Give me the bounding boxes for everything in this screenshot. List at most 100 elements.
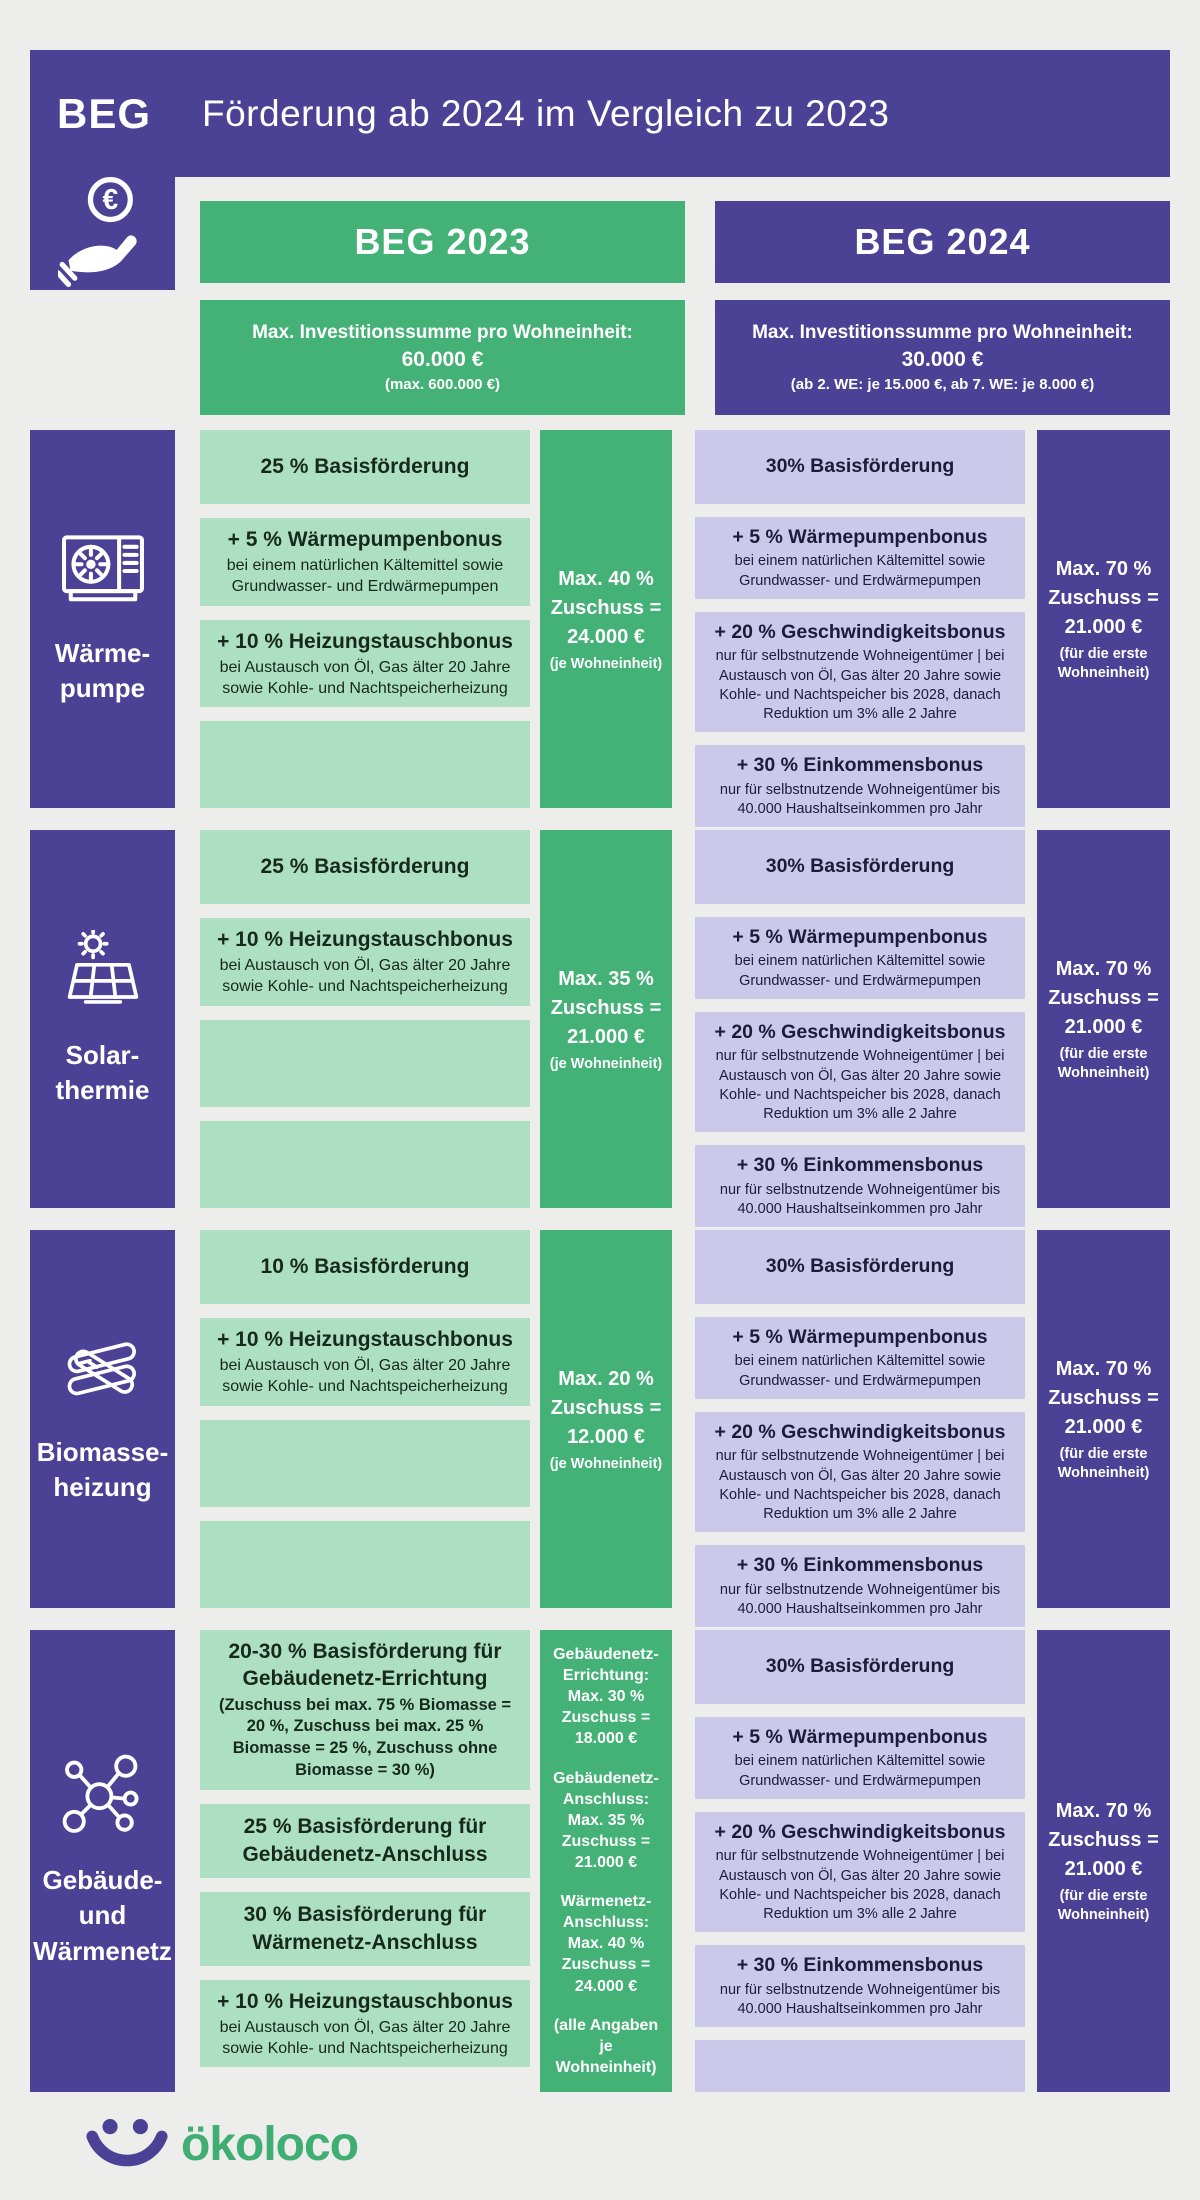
investment-2024-note: (ab 2. WE: je 15.000 €, ab 7. WE: je 8.0…: [790, 376, 1095, 393]
solar-panel-icon: [56, 928, 150, 1012]
row-solarthermie: Solar-thermie 25 % Basisförderung+ 10 % H…: [30, 830, 1170, 1228]
benefit-title: + 10 % Heizungstauschbonus: [217, 1989, 513, 2013]
max-subsidy-line: 24.000 €: [567, 625, 645, 648]
max-subsidy-note: (je Wohneinheit): [549, 1055, 663, 1072]
benefit-subtext: nur für selbstnutzende Wohneigentümer | …: [715, 1448, 1005, 1523]
benefit-title: + 20 % Geschwindigkeitsbonus: [714, 1020, 1006, 1043]
max-subsidy-note: (für die erste Wohneinheit): [1057, 1446, 1150, 1481]
benefit-title: 30% Basisförderung: [765, 1255, 955, 1278]
okoloco-logo-text: ökoloco: [181, 2118, 359, 2171]
max-subsidy-2024-waermepumpe: Max. 70 %Zuschuss =21.000 €(für die erst…: [1037, 430, 1170, 808]
benefit-subtext: nur für selbstnutzende Wohneigentümer | …: [715, 648, 1005, 723]
benefit-box-2023-gebaeude-und-waermenetz-1: 20-30 % Basisförderung für Gebäudenetz-E…: [200, 1630, 530, 1790]
max-subsidy-paragraph: Gebäudenetz-Errichtung: Max. 30 % Zuschu…: [553, 1646, 659, 1748]
max-subsidy-line: Max. 70 %: [1055, 558, 1152, 581]
investment-2023-label: Max. Investitionssumme pro Wohneinheit:: [252, 322, 633, 343]
empty-box-2023-solarthermie-3: [200, 1019, 530, 1107]
benefit-subtext: nur für selbstnutzende Wohneigentümer bi…: [719, 1581, 1001, 1617]
investment-2024-label: Max. Investitionssumme pro Wohneinheit:: [752, 322, 1133, 343]
beg-logo: BEG: [56, 89, 151, 137]
benefit-title: 30% Basisförderung: [765, 455, 955, 478]
benefit-title: + 5 % Wärmepumpenbonus: [732, 526, 988, 548]
benefit-title: 30% Basisförderung: [765, 1655, 955, 1678]
benefit-subtext: bei Austausch von Öl, Gas älter 20 Jahre…: [219, 658, 511, 697]
benefit-subtext: bei einem natürlichen Kältemittel sowie …: [734, 553, 986, 589]
max-subsidy-line: Max. 70 %: [1055, 958, 1152, 981]
benefit-subtext: nur für selbstnutzende Wohneigentümer | …: [715, 1048, 1005, 1123]
benefit-title: + 20 % Geschwindigkeitsbonus: [714, 620, 1006, 643]
benefit-box-2024-gebaeude-und-waermenetz-1: 30% Basisförderung: [695, 1630, 1025, 1704]
benefit-title: 20-30 % Basisförderung für Gebäudenetz-E…: [228, 1640, 502, 1691]
max-subsidy-line: 12.000 €: [567, 1425, 645, 1448]
max-subsidy-2023-solarthermie: Max. 35 %Zuschuss =21.000 €(je Wohneinhe…: [540, 830, 672, 1208]
max-subsidy-line: 21.000 €: [567, 1025, 645, 1048]
benefit-title: + 5 % Wärmepumpenbonus: [732, 1326, 988, 1348]
max-subsidy-line: 21.000 €: [1064, 616, 1143, 639]
category-label: Biomasse-heizung: [36, 1436, 169, 1502]
benefit-title: + 5 % Wärmepumpenbonus: [732, 1726, 988, 1748]
benefit-subtext: bei einem natürlichen Kältemittel sowie …: [734, 1753, 986, 1789]
hand-euro-icon: €: [55, 172, 146, 295]
max-subsidy-line: Zuschuss =: [1048, 1829, 1159, 1852]
benefits-2023-solarthermie: 25 % Basisförderung+ 10 % Heizungstausch…: [200, 830, 530, 1209]
empty-box-2023-biomasseheizung-4: [200, 1520, 530, 1609]
max-subsidy-2023-waermepumpe: Max. 40 %Zuschuss =24.000 €(je Wohneinhe…: [540, 430, 672, 808]
benefit-title: + 30 % Einkommensbonus: [736, 1154, 984, 1177]
benefit-subtext: bei Austausch von Öl, Gas älter 20 Jahre…: [219, 1357, 511, 1396]
investment-2023-note: (max. 600.000 €): [384, 376, 501, 393]
max-subsidy-line: Zuschuss =: [1048, 1387, 1159, 1410]
benefits-2024-solarthermie: 30% Basisförderung+ 5 % Wärmepumpenbonus…: [695, 830, 1025, 1228]
category-label: Wärme-pumpe: [54, 637, 151, 703]
header-band: BEG Förderung ab 2024 im Vergleich zu 20…: [30, 50, 1170, 177]
max-subsidy-line: Max. 35 %: [558, 967, 654, 990]
benefit-title: + 20 % Geschwindigkeitsbonus: [714, 1820, 1006, 1843]
benefits-2023-gebaeude-und-waermenetz: 20-30 % Basisförderung für Gebäudenetz-E…: [200, 1630, 530, 2092]
benefit-box-2024-solarthermie-1: 30% Basisförderung: [695, 830, 1025, 904]
max-subsidy-line: 21.000 €: [1064, 1416, 1143, 1439]
benefits-2024-waermepumpe: 30% Basisförderung + 5 % Wärmepumpenbonus…: [695, 430, 1025, 828]
benefits-2023-biomasseheizung: 10 % Basisförderung + 10 % Heizungstausch…: [200, 1230, 530, 1609]
category-label: Solar-thermie: [55, 1039, 150, 1105]
benefit-box-2023-gebaeude-und-waermenetz-3: 30 % Basisförderung für Wärmenetz-Anschl…: [200, 1891, 530, 1966]
network-icon: [58, 1753, 148, 1837]
investment-sum-2024: Max. Investitionssumme pro Wohneinheit: …: [715, 300, 1170, 415]
max-subsidy-note: (für die erste Wohneinheit): [1057, 1046, 1150, 1081]
benefit-box-2024-biomasseheizung-3: + 20 % Geschwindigkeitsbonus nur für selb…: [695, 1411, 1025, 1533]
benefits-2024-gebaeude-und-waermenetz: 30% Basisförderung + 5 % Wärmepumpenbonus…: [695, 1630, 1025, 2092]
okoloco-smiley-icon: [85, 2115, 169, 2186]
benefit-title: + 5 % Wärmepumpenbonus: [227, 528, 503, 551]
benefit-subtext: nur für selbstnutzende Wohneigentümer | …: [715, 1848, 1005, 1923]
max-subsidy-2024-gebaeude-und-waermenetz: Max. 70 %Zuschuss =21.000 €(für die erst…: [1037, 1630, 1170, 2092]
investment-2024-amount: 30.000 €: [901, 348, 984, 371]
benefit-box-2024-gebaeude-und-waermenetz-3: + 20 % Geschwindigkeitsbonus nur für selb…: [695, 1811, 1025, 1933]
max-subsidy-2024-biomasseheizung: Max. 70 %Zuschuss =21.000 €(für die erst…: [1037, 1230, 1170, 1608]
benefit-subtext: nur für selbstnutzende Wohneigentümer bi…: [719, 781, 1001, 817]
heat-pump-icon: [60, 532, 146, 610]
benefit-box-2023-biomasseheizung-1: 10 % Basisförderung: [200, 1230, 530, 1304]
max-subsidy-line: 21.000 €: [1064, 1016, 1143, 1039]
benefit-box-2024-solarthermie-4: + 30 % Einkommensbonus nur für selbstnutz…: [695, 1145, 1025, 1228]
benefit-subtext: nur für selbstnutzende Wohneigentümer bi…: [719, 1181, 1001, 1217]
benefit-title: + 30 % Einkommensbonus: [736, 1954, 984, 1977]
max-subsidy-paragraph: Gebäudenetz-Anschluss: Max. 35 % Zuschus…: [553, 1769, 659, 1871]
benefit-title: 30% Basisförderung: [765, 855, 955, 878]
page-title: Förderung ab 2024 im Vergleich zu 2023: [202, 92, 890, 134]
benefit-title: + 20 % Geschwindigkeitsbonus: [714, 1420, 1006, 1443]
sidebar-solarthermie: Solar-thermie: [30, 830, 175, 1208]
benefit-box-2024-biomasseheizung-1: 30% Basisförderung: [695, 1230, 1025, 1304]
biomass-logs-icon: [57, 1333, 149, 1409]
empty-box-2023-biomasseheizung-3: [200, 1419, 530, 1507]
svg-text:€: €: [103, 183, 119, 215]
benefits-2024-biomasseheizung: 30% Basisförderung + 5 % Wärmepumpenbonus…: [695, 1230, 1025, 1628]
benefit-title: 30 % Basisförderung für Wärmenetz-Anschl…: [243, 1903, 487, 1954]
max-subsidy-paragraph: Wärmenetz-Anschluss: Max. 40 % Zuschuss …: [560, 1893, 652, 1995]
